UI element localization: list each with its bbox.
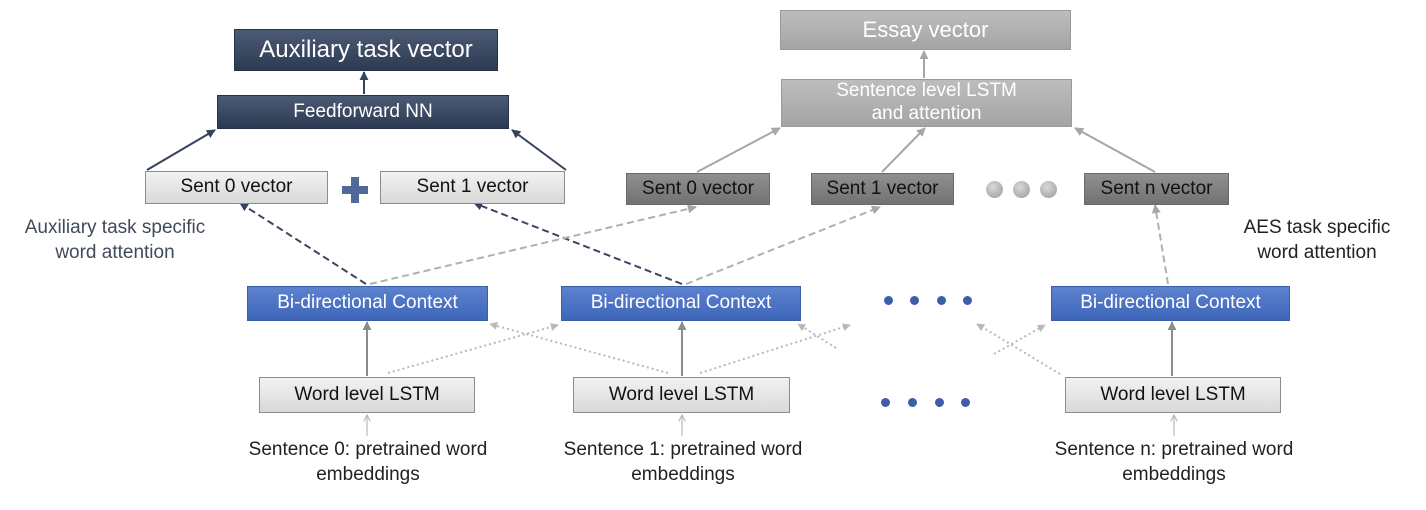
bi-context-n-node: Bi-directional Context [1051,286,1290,321]
ellipsis-dot-icon [963,296,972,305]
aux-sent1-vector-node: Sent 1 vector [380,171,565,204]
edge-aux-sent1-to-feedforward [511,129,567,171]
edge-backward-next-to-context1 [797,323,837,349]
bi-context-1-node: Bi-directional Context [561,286,801,321]
ellipsis-dot-icon [908,398,917,407]
ellipsis-dot-icon [881,398,890,407]
plus-icon [342,177,368,203]
word-lstm-1-node: Word level LSTM [573,377,790,413]
edge-bicontext0-to-aux-sent0 [239,202,367,285]
bi-context-0-node: Bi-directional Context [247,286,488,321]
aes-sentn-vector-node: Sent n vector [1084,173,1229,205]
edge-bicontext1-to-aes-sent1 [685,205,881,285]
aes-sent0-vector-node: Sent 0 vector [626,173,770,205]
aux-sent0-vector-node: Sent 0 vector [145,171,328,204]
sentence-0-embeddings-label: Sentence 0: pretrained word embeddings [248,439,488,485]
ellipsis-dot-icon [884,296,893,305]
edge-bicontext1-to-aux-sent1 [473,201,683,285]
word-lstm-n-node: Word level LSTM [1065,377,1281,413]
ellipsis-dot-icon [910,296,919,305]
word-lstm-0-node: Word level LSTM [259,377,475,413]
ellipsis-dot-icon [937,296,946,305]
ellipsis-dot-icon [1013,181,1030,198]
aux-attention-label: Auxiliary task specific word attention [24,217,206,263]
aes-attention-label: AES task specific word attention [1243,217,1391,263]
ellipsis-dot-icon [961,398,970,407]
sentence-n-embeddings-label: Sentence n: pretrained word embeddings [1054,439,1294,485]
edge-aes-sent0-to-sentence-lstm [696,127,781,173]
edge-bicontext0-to-aes-sent0 [369,204,697,285]
edge-forward-prev-to-contextn [993,324,1046,355]
sentence-lstm-attention-node: Sentence level LSTM and attention [781,79,1072,127]
edge-backward-lstm1-to-context0 [489,322,669,374]
essay-vector-node: Essay vector [780,10,1071,50]
aes-sent1-vector-node: Sent 1 vector [811,173,954,205]
feedforward-nn-node: Feedforward NN [217,95,509,129]
ellipsis-dot-icon [935,398,944,407]
ellipsis-dot-icon [986,181,1003,198]
edge-aes-sent1-to-sentence-lstm [881,127,926,173]
edge-aux-sent0-to-feedforward [146,129,216,171]
edge-backward-lstmn-to-prev [976,323,1061,375]
edge-forward-lstm0-to-context1 [387,323,559,374]
sentence-1-embeddings-label: Sentence 1: pretrained word embeddings [563,439,803,485]
ellipsis-dot-icon [1040,181,1057,198]
edge-bicontextn-to-aes-sentn [1151,204,1169,285]
edge-aes-sentn-to-sentence-lstm [1074,127,1156,173]
aux-task-vector-node: Auxiliary task vector [234,29,498,71]
edge-forward-lstm1-to-next [699,323,851,374]
